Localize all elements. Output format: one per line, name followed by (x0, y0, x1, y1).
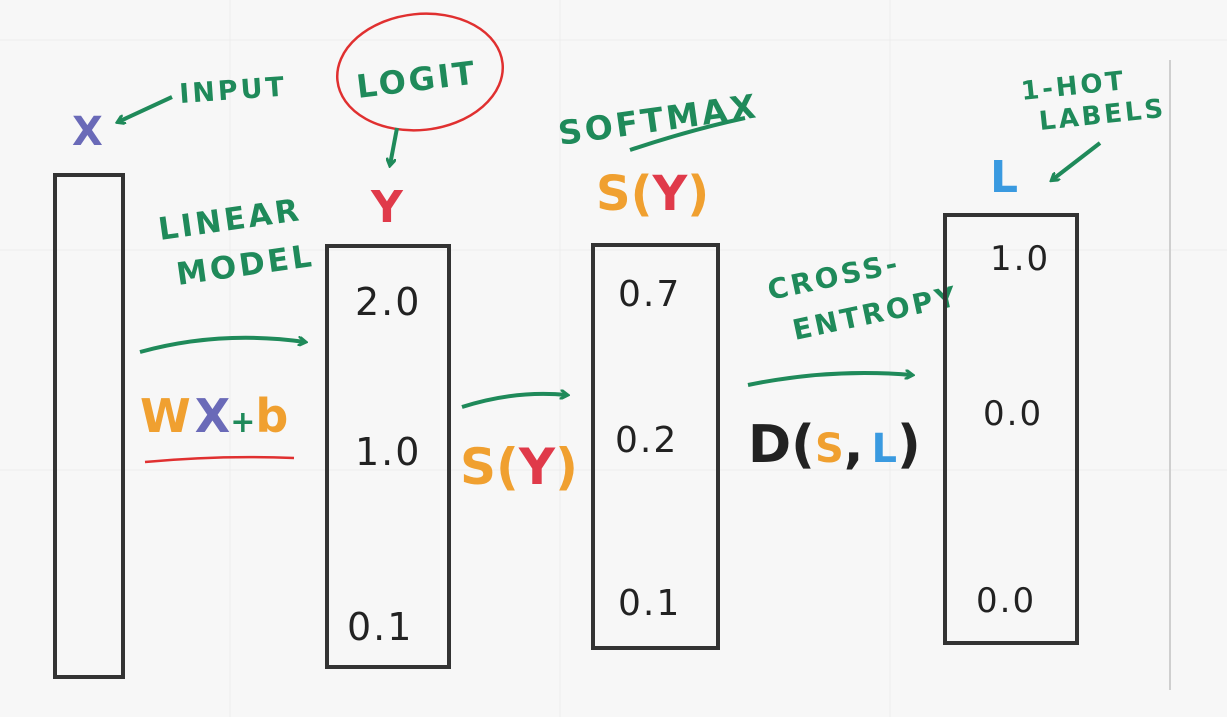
formula-x: X (195, 389, 230, 443)
input-vector-box (53, 173, 125, 679)
softmax-value: 0.2 (615, 420, 678, 461)
logit-value: 1.0 (355, 430, 421, 474)
input-symbol: X (72, 109, 103, 155)
input-arrow (118, 95, 173, 122)
logit-arrow (390, 127, 399, 165)
logit-symbol: Y (370, 182, 404, 233)
logit-label: LOGIT (354, 53, 479, 106)
linear-model-arrow (139, 335, 305, 354)
softmax-symbol: S(Y) (596, 166, 709, 222)
ce-formula-open: ( (791, 415, 815, 475)
linear-model-formula: WX+b (140, 389, 288, 443)
softmax-arrow-close: ) (555, 438, 578, 496)
cross-entropy-formula: D(S,L) (748, 415, 921, 475)
linear-model-label-line2: MODEL (174, 238, 317, 293)
softmax-vector-box (591, 243, 720, 650)
softmax-arrow-y: Y (518, 438, 556, 496)
logit-circle (335, 12, 505, 132)
ce-formula-l: L (872, 426, 898, 472)
softmax-symbol-close: ) (687, 166, 709, 222)
formula-underline (144, 455, 295, 464)
ce-formula-close: ) (897, 415, 921, 475)
softmax-arrow (461, 394, 567, 409)
logit-vector-box (325, 244, 451, 669)
labels-value: 1.0 (990, 239, 1050, 279)
softmax-value: 0.1 (618, 583, 681, 624)
softmax-symbol-open: ( (631, 166, 653, 222)
labels-vector-box (943, 213, 1079, 645)
formula-plus: + (230, 405, 255, 440)
softmax-arrow-open: ( (496, 438, 519, 496)
softmax-arrow-label: S(Y) (460, 438, 578, 496)
ce-formula-s: S (815, 426, 844, 472)
formula-w: W (140, 389, 191, 443)
softmax-arrow-s: S (460, 438, 496, 496)
cross-entropy-arrow (747, 373, 912, 387)
logit-value: 0.1 (347, 605, 413, 649)
input-label: INPUT (178, 72, 288, 110)
softmax-symbol-y: Y (652, 166, 689, 222)
labels-value: 0.0 (983, 394, 1043, 434)
formula-b: b (255, 389, 288, 443)
softmax-label-underline (629, 116, 746, 152)
labels-arrow (1052, 141, 1102, 180)
labels-value: 0.0 (976, 581, 1036, 621)
softmax-symbol-s: S (596, 166, 631, 222)
softmax-value: 0.7 (618, 274, 681, 315)
ce-formula-comma: , (844, 415, 864, 475)
labels-symbol: L (990, 152, 1018, 203)
ce-formula-d: D (748, 415, 791, 475)
logit-value: 2.0 (355, 280, 421, 324)
